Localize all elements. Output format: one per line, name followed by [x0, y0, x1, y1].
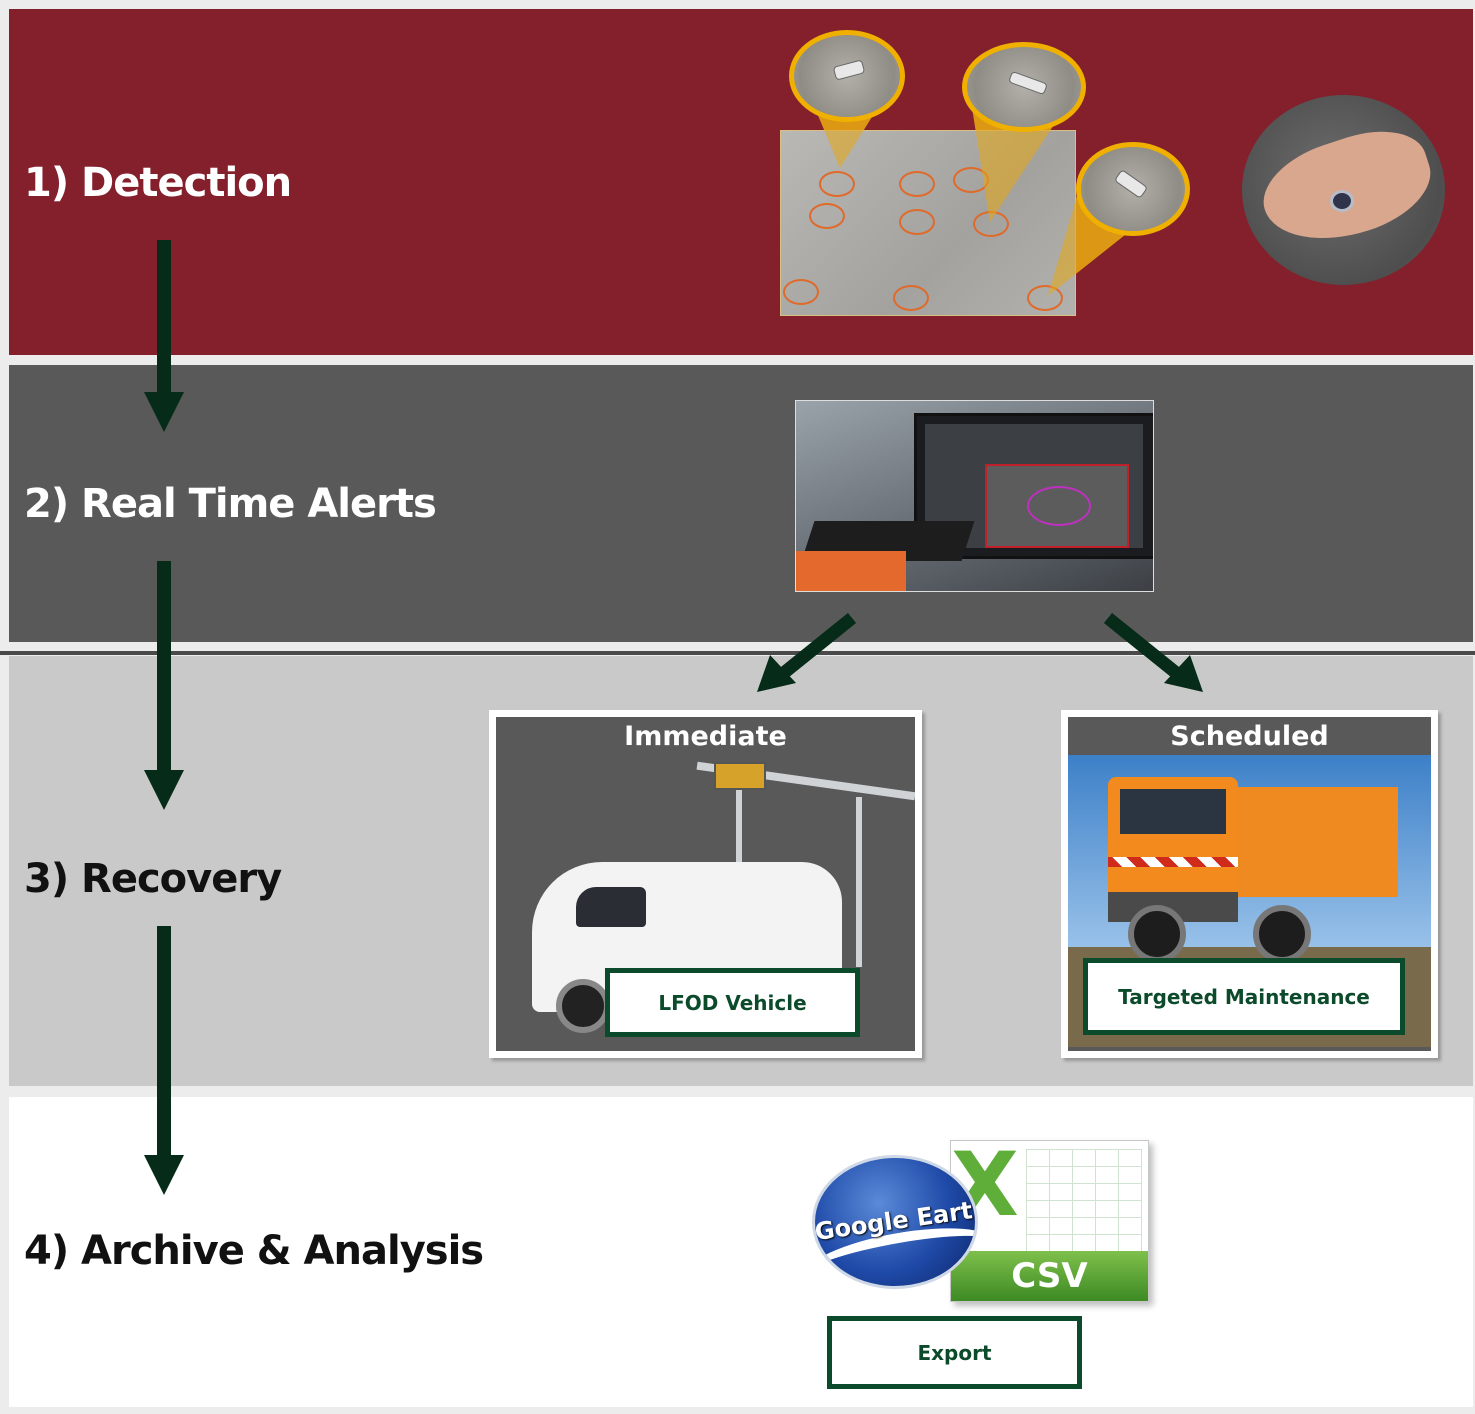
flow-arrow-2-shaft: [157, 561, 171, 773]
detection-band: [9, 9, 1473, 355]
split-arrow-left-head: [757, 655, 796, 692]
fod-marker: [809, 203, 845, 229]
flow-arrow-2-head: [144, 770, 184, 810]
fod-marker: [1027, 285, 1063, 311]
immediate-title: Immediate: [624, 721, 787, 752]
step-detection-title: 1) Detection: [24, 160, 292, 206]
flow-arrow-3-shaft: [157, 926, 171, 1159]
zoom-circle-icon: [1076, 142, 1190, 236]
fod-marker: [783, 279, 819, 305]
excel-csv-icon: X CSV: [950, 1133, 1149, 1302]
alerts-band: [9, 365, 1473, 642]
truck-stripe: [1108, 857, 1238, 867]
step-alerts-title: 2) Real Time Alerts: [24, 481, 437, 527]
beacon-icon: [714, 762, 766, 790]
zoom-circle-icon: [962, 42, 1086, 132]
sensor-rack: [856, 797, 862, 967]
truck-windshield: [1120, 789, 1226, 834]
fod-marker: [819, 171, 855, 197]
flow-arrow-1-shaft: [157, 240, 171, 394]
vehicle-dashboard-photo: [795, 400, 1154, 592]
safety-vest: [796, 551, 906, 591]
scan-window: [985, 464, 1129, 548]
truck-wheel: [1128, 905, 1186, 963]
van-wheel: [556, 979, 610, 1033]
spreadsheet-grid: [1026, 1149, 1142, 1251]
van-window: [576, 887, 646, 927]
fod-marker: [893, 285, 929, 311]
lfod-vehicle-label: LFOD Vehicle: [605, 968, 860, 1037]
hand-washer-photo: [1242, 95, 1445, 285]
band-divider: [0, 651, 1475, 655]
scheduled-title: Scheduled: [1170, 721, 1329, 752]
monitor-icon: [914, 413, 1153, 559]
truck-wheel: [1253, 905, 1311, 963]
fod-marker: [899, 171, 935, 197]
washer-icon: [1330, 190, 1354, 212]
split-arrow-left-shaft: [775, 612, 857, 682]
step-archive-title: 4) Archive & Analysis: [24, 1228, 484, 1274]
zoom-circle-icon: [789, 30, 905, 122]
step-recovery-title: 3) Recovery: [24, 856, 282, 902]
export-label: Export: [827, 1316, 1082, 1389]
google-earth-icon: Google Earth: [812, 1155, 978, 1289]
split-arrow-right-shaft: [1103, 612, 1185, 682]
targeted-maintenance-label: Targeted Maintenance: [1083, 958, 1405, 1035]
split-arrow-right-head: [1164, 655, 1203, 692]
scan-ring: [1027, 486, 1091, 526]
archive-band: [9, 1097, 1473, 1407]
truck-body: [1233, 787, 1398, 897]
fod-marker: [899, 209, 935, 235]
flow-arrow-1-head: [144, 392, 184, 432]
monitor-screen: [925, 424, 1143, 548]
flow-arrow-3-head: [144, 1155, 184, 1195]
csv-label: CSV: [951, 1251, 1148, 1301]
